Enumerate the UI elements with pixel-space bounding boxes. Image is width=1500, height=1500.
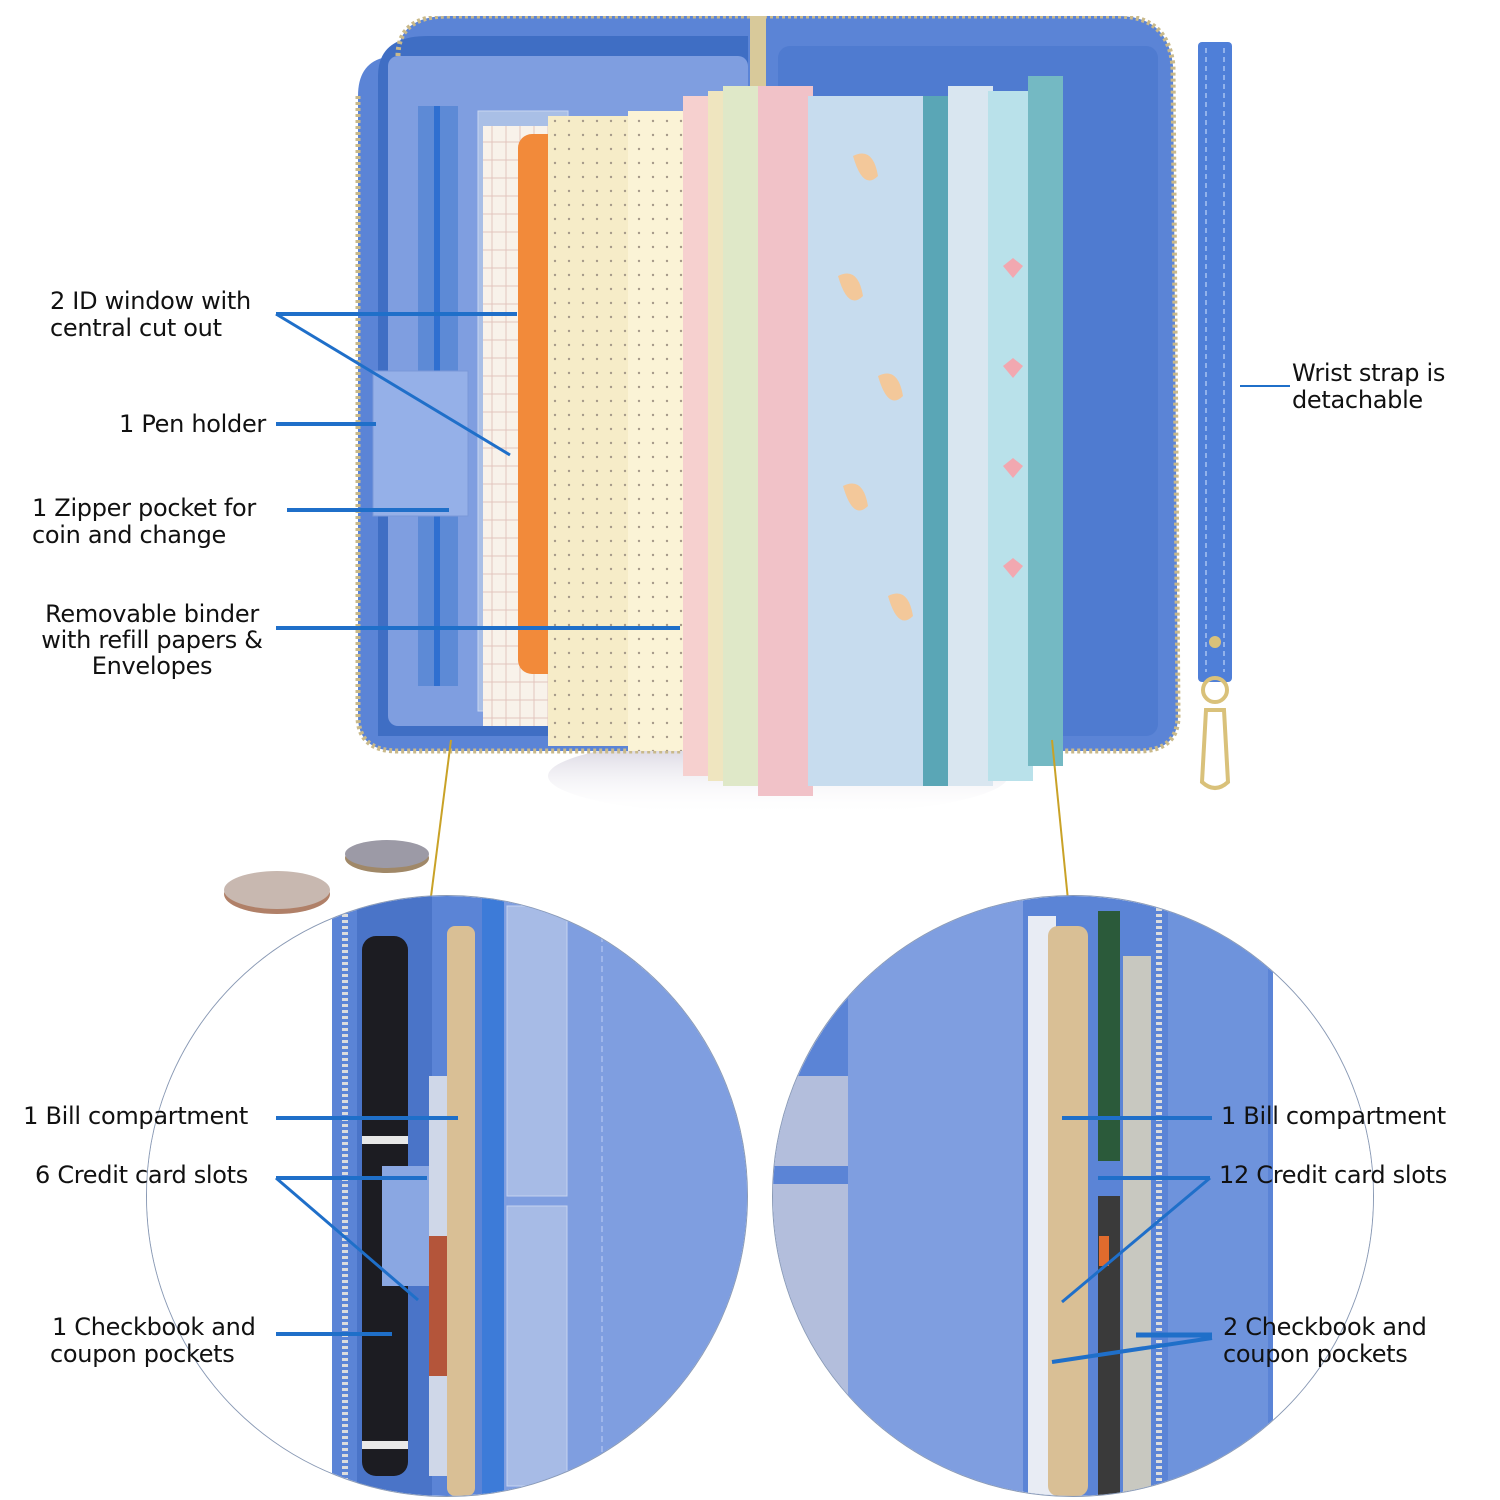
label-right-credit-card-slots: 12 Credit card slots [1219,1161,1447,1189]
wrist-strap-icon [1188,42,1248,802]
label-left-bill-compartment: 1 Bill compartment [23,1102,248,1130]
wallet-main-image [338,16,1200,816]
label-wrist-strap: Wrist strap is detachable [1292,359,1446,414]
label-left-credit-card-slots: 6 Credit card slots [35,1161,248,1189]
label-id-window: 2 ID window with central cut out [50,287,251,342]
label-removable-binder: Removable binder with refill papers & En… [41,600,263,680]
label-zipper-pocket: 1 Zipper pocket for coin and change [32,494,256,549]
wallet-open-illustration [355,16,1181,816]
wallet-interior-left-illustration [147,896,747,1496]
label-right-bill-compartment: 1 Bill compartment [1221,1102,1446,1130]
detail-circle-right [772,895,1374,1497]
label-left-checkbook-pockets: 1 Checkbook and coupon pockets [50,1313,256,1368]
label-right-checkbook-pockets: 2 Checkbook and coupon pockets [1223,1313,1427,1368]
detail-circle-left [146,895,748,1497]
label-pen-holder: 1 Pen holder [119,410,266,438]
wallet-interior-right-illustration [773,896,1373,1496]
